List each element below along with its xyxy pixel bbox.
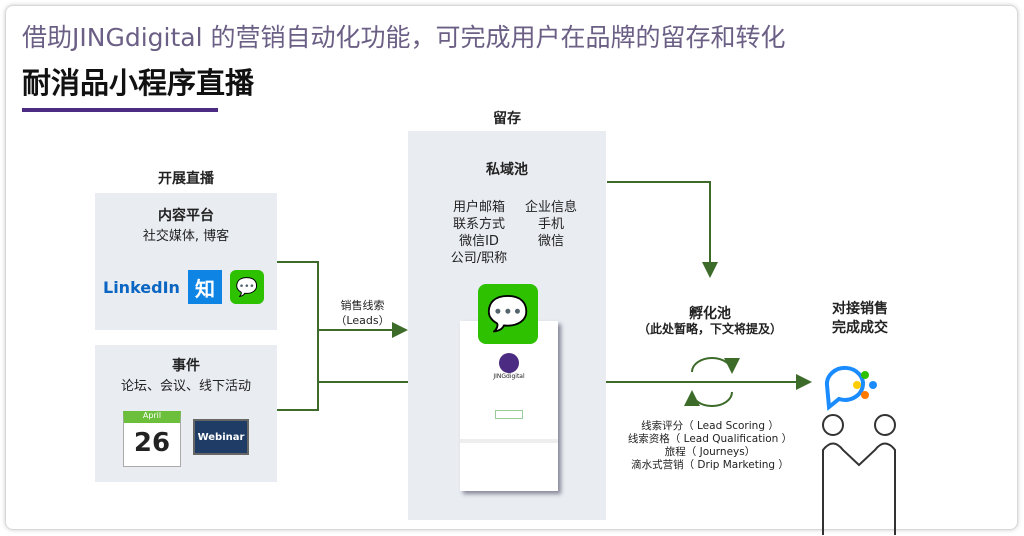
nurture-note: （此处暂略，下文将提及）: [637, 322, 782, 336]
content-title: 内容平台: [158, 208, 214, 224]
slide-title: 借助JINGdigital 的营销自动化功能，可完成用户在品牌的留存和转化: [22, 23, 786, 52]
leads-label: 销售线索（Leads）: [335, 299, 390, 327]
nurture-title: 孵化池: [689, 306, 731, 322]
calendar-icon: April 26: [123, 411, 181, 467]
events-box: 事件 论坛、会议、线下活动 April 26 Webinar: [95, 345, 277, 482]
nurture-items: 线索评分（ Lead Scoring ）线索资格（ Lead Qualifica…: [627, 420, 793, 471]
linkedin-logo: LinkedIn: [103, 277, 180, 297]
wechat-icon: 💬: [229, 270, 264, 304]
events-desc: 论坛、会议、线下活动: [120, 379, 251, 394]
sales-label: 对接销售完成成交: [832, 301, 888, 336]
events-title: 事件: [172, 358, 200, 374]
pool-title: 私域池: [486, 162, 528, 178]
slide-subtitle: 耐消品小程序直播: [22, 66, 255, 100]
right-fields: 企业信息手机微信: [524, 200, 577, 249]
start-heading: 开展直播: [158, 171, 214, 187]
handshake-icon: [822, 365, 896, 535]
retention-heading: 留存: [493, 111, 521, 127]
phone-mockup: JINGdigital: [460, 321, 558, 491]
accent-bar: [22, 108, 218, 112]
content-desc: 社交媒体, 博客: [142, 229, 230, 244]
webinar-icon: Webinar: [193, 419, 249, 455]
zhihu-logo: 知: [187, 270, 222, 304]
slide-frame: [5, 5, 1018, 530]
wechat-logo-icon: 💬: [478, 284, 538, 344]
content-platform-box: 内容平台 社交媒体, 博客 LinkedIn 知 💬: [95, 193, 277, 330]
